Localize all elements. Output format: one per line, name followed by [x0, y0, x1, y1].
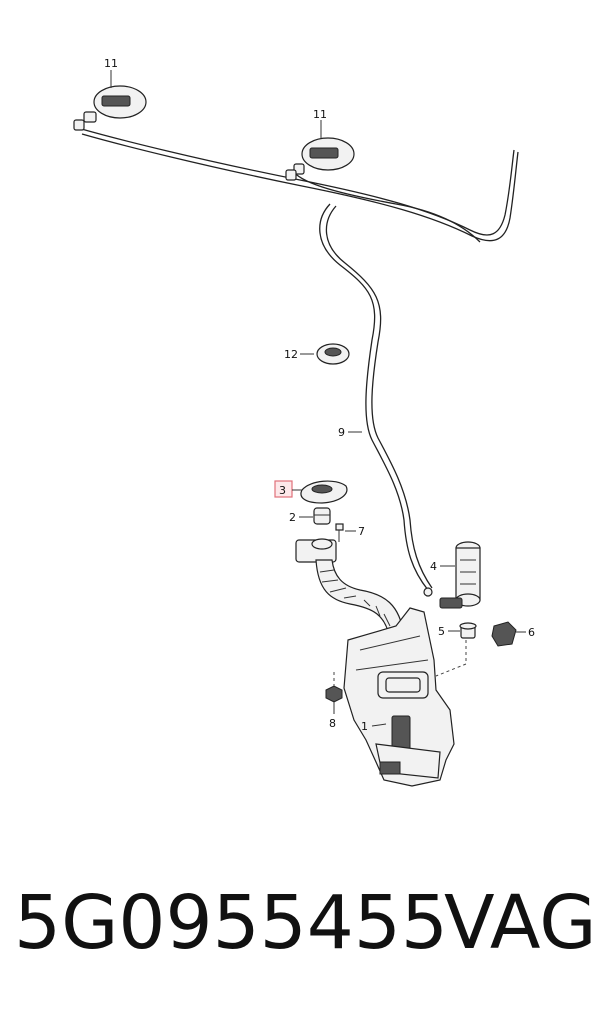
leader-1 [371, 723, 387, 727]
footer: 5G0955455 VAG [0, 880, 600, 990]
blanking-cap [491, 621, 517, 647]
parts-diagram: 11 11 12 9 3 2 7 [73, 57, 535, 787]
callout-2: 2 [289, 511, 296, 524]
callout-5: 5 [438, 625, 445, 638]
washer-nozzle-left [73, 85, 147, 131]
callout-11a: 11 [104, 57, 118, 70]
washer-hose-assembly [77, 127, 519, 591]
hex-nut [325, 685, 343, 703]
callout-12: 12 [284, 348, 298, 361]
screw-clip [335, 523, 344, 542]
filler-neck [295, 538, 405, 641]
grommet [316, 343, 350, 365]
filler-strainer [313, 507, 331, 525]
callout-11b: 11 [313, 108, 327, 121]
washer-fluid-reservoir [343, 607, 455, 787]
washer-pump [423, 541, 481, 609]
part-number: 5G0955455 [14, 880, 448, 966]
callout-3: 3 [279, 484, 286, 497]
washer-nozzle-center [285, 137, 355, 181]
callout-9: 9 [338, 426, 345, 439]
filler-cap [300, 480, 348, 504]
brand-label: VAG [444, 880, 597, 966]
callout-8: 8 [329, 717, 336, 730]
callout-3-highlight [274, 480, 293, 498]
callout-1: 1 [361, 720, 368, 733]
callout-7: 7 [358, 525, 365, 538]
callout-4: 4 [430, 560, 437, 573]
pump-seal [459, 622, 477, 639]
callout-6: 6 [528, 626, 535, 639]
guide-line-pump-2 [435, 663, 467, 677]
